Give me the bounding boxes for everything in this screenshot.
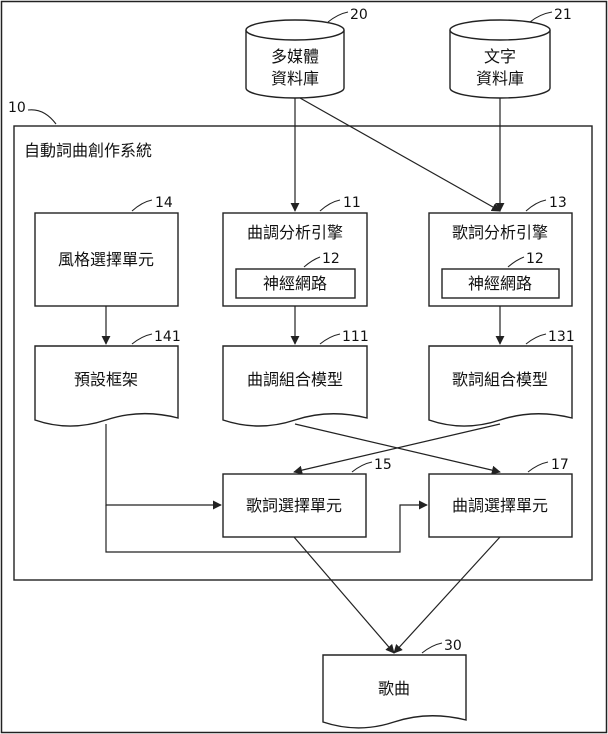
lyrics-selection-unit: 歌詞選擇單元 15 [222,457,392,538]
text-database: 文字 資料庫 21 [449,7,572,99]
style-selection-ref: 14 [155,195,173,211]
song-ref: 30 [444,638,462,654]
lyrics-engine-ref: 13 [549,195,567,211]
lyrics-engine-label: 歌詞分析引擎 [452,223,548,242]
multimedia-database-label-2: 資料庫 [271,69,319,88]
preset-framework-ref: 141 [154,329,181,345]
system-boundary [13,125,593,581]
melody-engine-label: 曲調分析引擎 [247,223,343,242]
song-label: 歌曲 [378,679,410,698]
edge-melody-select-to-song [393,536,501,654]
system-ref: 10 [8,100,26,116]
edge-preset-to-melody-select [105,500,428,553]
melody-combination-model: 曲調組合模型 111 [222,329,369,427]
lyrics-neural-network [441,268,560,299]
lyrics-analysis-engine: 歌詞分析引擎 13 神經網路 12 [428,195,573,307]
melody-model-ref: 111 [342,329,369,345]
melody-selection-label: 曲調選擇單元 [452,496,548,515]
text-database-label-2: 資料庫 [476,69,524,88]
edge-db20-to-lyrics-engine [299,97,501,212]
preset-framework: 預設框架 141 [34,329,181,427]
melody-engine-ref: 11 [343,195,361,211]
melody-neural-network [235,268,356,299]
style-selection-unit: 風格選擇單元 14 [34,195,179,307]
lyrics-nn-ref: 12 [526,251,544,267]
melody-analysis-engine: 曲調分析引擎 11 神經網路 12 [222,195,368,307]
preset-framework-label: 預設框架 [74,370,138,389]
lyrics-nn-label: 神經網路 [468,274,532,293]
edge-preset-to-lyrics-select [105,424,222,510]
multimedia-database-ref: 20 [350,7,368,23]
text-database-label-1: 文字 [484,47,516,66]
edge-melody-model-to-melody-select [294,423,501,475]
edge-lyrics-select-to-song [293,536,395,654]
melody-nn-label: 神經網路 [263,274,327,293]
multimedia-database-label-1: 多媒體 [271,47,319,66]
song-output: 歌曲 30 [322,638,467,729]
lyrics-selection-ref: 15 [374,457,392,473]
melody-selection-unit: 曲調選擇單元 17 [428,457,573,538]
text-database-ref: 21 [554,7,572,23]
style-selection-label: 風格選擇單元 [58,250,154,269]
melody-model-label: 曲調組合模型 [247,370,343,389]
system-title: 自動詞曲創作系統 [24,141,152,160]
lyrics-selection-label: 歌詞選擇單元 [246,496,342,515]
melody-selection-ref: 17 [551,457,569,473]
multimedia-database: 多媒體 資料庫 20 [245,7,368,99]
lyrics-model-label: 歌詞組合模型 [452,370,548,389]
melody-nn-ref: 12 [322,251,340,267]
lyrics-model-ref: 131 [548,329,575,345]
lyrics-combination-model: 歌詞組合模型 131 [428,329,575,427]
